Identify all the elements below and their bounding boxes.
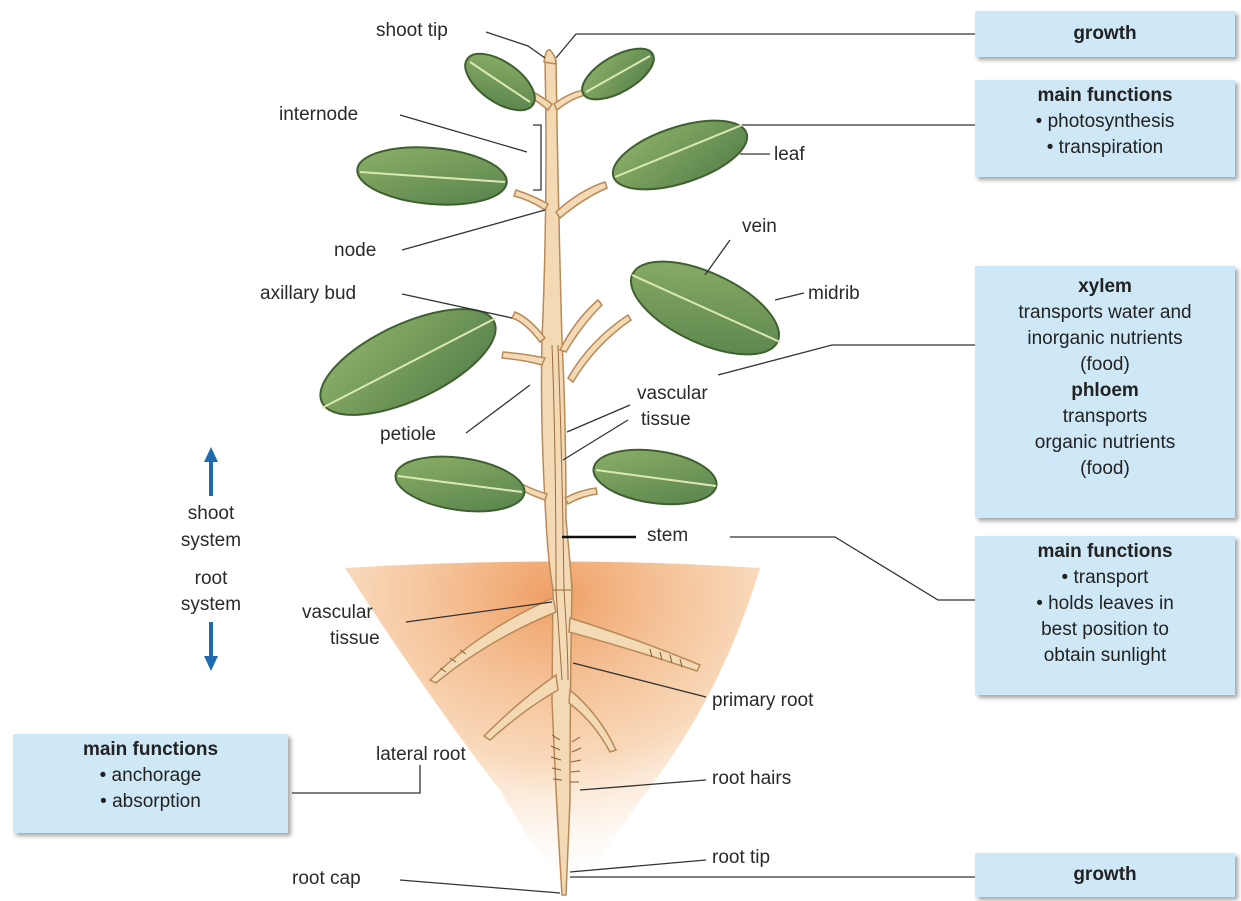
label-shoot-system-2: system (170, 530, 252, 552)
leaf-function-item: • photosynthesis (975, 109, 1235, 135)
shoot-tip-shape (544, 50, 556, 64)
stem-function-item: best position to (975, 617, 1235, 643)
xylem-line: transports water and (975, 300, 1235, 326)
growth-box-bottom: growth (975, 853, 1235, 897)
growth-box-top: growth (975, 11, 1235, 57)
axillary-bud-shape (512, 312, 545, 342)
label-leaf: leaf (774, 144, 805, 166)
root-function-item: • absorption (13, 789, 288, 815)
leaf-function-item: • transpiration (975, 135, 1235, 161)
label-petiole: petiole (380, 424, 436, 446)
label-lateral-root: lateral root (376, 744, 466, 766)
label-vascular-tissue-upper-1: vascular (637, 383, 708, 405)
leaf-upper-left-large (306, 287, 510, 436)
phloem-heading: phloem (975, 378, 1235, 404)
stem-function-item: • holds leaves in (975, 591, 1235, 617)
leaf-functions-box: main functions • photosynthesis • transp… (975, 80, 1235, 177)
xylem-line: (food) (975, 352, 1235, 378)
label-root-system-2: system (170, 594, 252, 616)
label-internode: internode (279, 104, 358, 126)
label-root-hairs: root hairs (712, 768, 791, 790)
leaf-functions-heading: main functions (975, 83, 1235, 109)
root-functions-box: main functions • anchorage • absorption (13, 734, 288, 833)
label-primary-root: primary root (712, 690, 813, 712)
vascular-box: xylem transports water and inorganic nut… (975, 266, 1235, 518)
stem-functions-heading: main functions (975, 539, 1235, 565)
label-shoot-tip: shoot tip (376, 20, 448, 42)
root-function-item: • anchorage (13, 763, 288, 789)
stem-function-item: obtain sunlight (975, 643, 1235, 669)
system-arrows (204, 447, 218, 671)
root-functions-heading: main functions (13, 737, 288, 763)
stem-function-item: • transport (975, 565, 1235, 591)
label-axillary-bud: axillary bud (260, 283, 356, 305)
phloem-line: transports (975, 404, 1235, 430)
growth-top-heading: growth (975, 11, 1235, 57)
leaf-mid-right (605, 107, 755, 204)
xylem-line: inorganic nutrients (975, 326, 1235, 352)
label-midrib: midrib (808, 283, 860, 305)
label-root-tip: root tip (712, 847, 770, 869)
label-stem: stem (647, 525, 688, 547)
label-vein: vein (742, 216, 777, 238)
label-vascular-tissue-lower-2: tissue (330, 628, 380, 650)
growth-bottom-heading: growth (975, 853, 1235, 897)
label-vascular-tissue-lower-1: vascular (302, 602, 373, 624)
phloem-line: (food) (975, 456, 1235, 482)
label-shoot-system-1: shoot (170, 503, 252, 525)
xylem-heading: xylem (975, 274, 1235, 300)
phloem-line: organic nutrients (975, 430, 1235, 456)
label-vascular-tissue-upper-2: tissue (641, 409, 691, 431)
label-root-system-1: root (170, 568, 252, 590)
label-root-cap: root cap (292, 868, 361, 890)
stem-functions-box: main functions • transport • holds leave… (975, 536, 1235, 695)
stem-shape (502, 50, 631, 590)
label-node: node (334, 240, 376, 262)
